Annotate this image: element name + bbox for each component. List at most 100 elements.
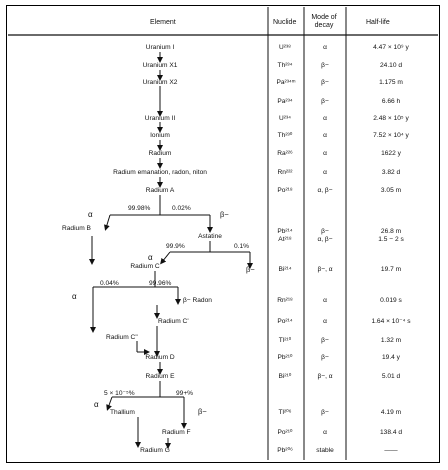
mode-cell: β−: [321, 409, 329, 416]
element-radium-c-double-prime: Radium C": [106, 334, 138, 341]
nuclide-cell: Po²¹⁴: [277, 318, 293, 325]
mode-cell: α: [323, 115, 327, 122]
halflife-cell: 2.48 × 10⁵ y: [373, 115, 409, 122]
halflife-cell: 7.52 × 10⁴ y: [373, 132, 409, 139]
element-astatine: Astatine: [198, 233, 222, 240]
mode-cell: β−: [321, 228, 329, 235]
halflife-cell: 1622 y: [381, 150, 401, 157]
element-radium-c: Radium C: [130, 263, 160, 270]
decay-mode-label: β−: [246, 265, 255, 274]
header-element: Element: [150, 19, 176, 26]
element-radium: Radium: [148, 150, 172, 157]
element-radium-f: Radium F: [162, 429, 191, 436]
nuclide-cell: Rn²¹⁸: [277, 297, 293, 304]
element-thallium: Thallium: [110, 409, 135, 416]
halflife-cell: 1.175 m: [379, 79, 403, 86]
decay-mode-label: α: [88, 210, 93, 219]
decay-arrow: [160, 251, 171, 265]
mode-cell: stable: [316, 447, 334, 454]
halflife-cell: 4.19 m: [380, 409, 402, 416]
mode-cell: α: [323, 318, 327, 325]
nuclide-cell: Bi²¹⁰: [278, 373, 292, 380]
decay-mode-label: α: [148, 253, 153, 262]
header-mode: Mode of decay: [311, 14, 337, 29]
nuclide-cell: U²³⁴: [279, 115, 291, 122]
mode-cell: α: [323, 132, 327, 139]
mode-cell: β−: [321, 79, 329, 86]
halflife-cell: 19.7 m: [380, 266, 402, 273]
mode-cell: α, β−: [317, 236, 333, 243]
halflife-cell: 4.47 × 10⁹ y: [373, 44, 409, 51]
nuclide-cell: Pb²¹⁴: [277, 228, 293, 235]
nuclide-cell: Tl²⁰⁶: [278, 409, 292, 416]
element-radium-c-prime: Radium C': [158, 318, 189, 325]
nuclide-cell: Pa²³⁴: [277, 98, 293, 105]
mode-cell: α, β−: [317, 187, 333, 194]
nuclide-cell: Pb²⁰⁶: [277, 447, 293, 454]
halflife-cell: 0.019 s: [380, 297, 402, 304]
mode-cell: α: [323, 150, 327, 157]
nuclide-cell: Tl²¹⁰: [278, 337, 292, 344]
halflife-cell: 138.4 d: [380, 429, 402, 436]
halflife-cell: 3.05 m: [380, 187, 402, 194]
element-radium-b: Radium B: [62, 225, 91, 232]
halflife-cell: 1.32 m: [380, 337, 402, 344]
mode-cell: β−: [321, 62, 329, 69]
mode-cell: β−: [321, 98, 329, 105]
branch-percent: 0.04%: [100, 280, 119, 287]
header-halflife: Half-life: [366, 19, 390, 26]
element-uranium-x2: Uranium X2: [142, 79, 178, 86]
halflife-cell: 5.01 d: [381, 373, 401, 380]
decay-mode-label: α: [94, 400, 99, 409]
nuclide-cell: At²¹⁸: [278, 236, 292, 243]
decay-mode-label: β−: [220, 210, 229, 219]
nuclide-cell: Po²¹⁸: [277, 187, 293, 194]
halflife-cell: 24.10 d: [380, 62, 402, 69]
mode-cell: β−, α: [317, 373, 333, 380]
nuclide-cell: Po²¹⁰: [277, 429, 293, 436]
nuclide-cell: Pb²¹⁰: [277, 354, 293, 361]
branch-percent: 0.1%: [234, 243, 250, 250]
element-ionium: Ionium: [150, 132, 170, 139]
element-uranium-x1: Uranium X1: [142, 62, 178, 69]
branch-percent: 99.98%: [128, 205, 151, 212]
element-radium-d: Radium D: [145, 354, 175, 361]
element-uranium-i: Uranium I: [145, 44, 175, 51]
nuclide-cell: Pa²³⁴ᵐ: [276, 79, 296, 86]
nuclide-cell: Rn²²²: [277, 169, 293, 176]
decay-arrow: [104, 214, 111, 231]
mode-cell: β−: [321, 337, 329, 344]
halflife-cell: 26.8 m: [380, 228, 402, 235]
mode-cell: β−: [321, 354, 329, 361]
halflife-cell: ——: [384, 447, 398, 454]
branch-percent: 99.96%: [149, 280, 172, 287]
element-emanation: Radium emanation, radon, niton: [113, 169, 207, 176]
branch-percent: 5 × 10⁻⁵%: [104, 390, 135, 397]
header-nuclide: Nuclide: [273, 19, 297, 26]
element-uranium-ii: Uranium II: [144, 115, 176, 122]
halflife-cell: 19.4 y: [382, 354, 400, 361]
element-radium-g: Radium G: [140, 447, 170, 454]
nuclide-cell: Ra²²⁶: [277, 150, 293, 157]
halflife-cell: 6.66 h: [381, 98, 401, 105]
element-radium-a: Radium A: [145, 187, 175, 194]
nuclide-cell: U²³⁸: [279, 44, 291, 51]
branch-percent: 99+%: [176, 390, 194, 397]
mode-cell: α: [323, 44, 327, 51]
halflife-cell: 3.82 d: [381, 169, 401, 176]
mode-cell: α: [323, 297, 327, 304]
decay-mode-label: β−: [198, 407, 207, 416]
branch-percent: 99.9%: [166, 243, 185, 250]
mode-cell: α: [323, 169, 327, 176]
nuclide-cell: Th²³⁴: [277, 62, 293, 69]
nuclide-cell: Th²³⁰: [277, 132, 293, 139]
branch-percent: 0.02%: [172, 205, 191, 212]
element-radon: β− Radon: [183, 297, 212, 304]
mode-cell: β−, α: [317, 266, 333, 273]
element-radium-e: Radium E: [145, 373, 175, 380]
decay-arrow: [106, 396, 113, 411]
halflife-cell: 1.64 × 10⁻⁴ s: [371, 318, 411, 325]
mode-cell: α: [323, 429, 327, 436]
table-frame: [6, 5, 440, 463]
